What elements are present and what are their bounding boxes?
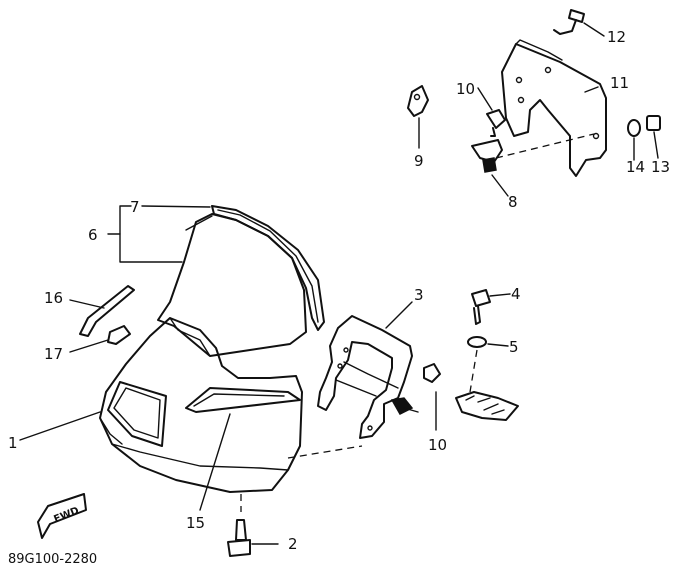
label-part-17: 17 [44,345,63,363]
label-part-4: 4 [511,285,521,303]
label-part-16: 16 [44,289,63,307]
part-16-emblem [79,285,135,337]
part-15-trim-strip [185,387,301,413]
part-5-washer [467,336,509,393]
label-part-7: 7 [130,198,140,216]
leader-6-7-bracket [107,205,211,263]
part-14-washer [627,119,641,161]
label-part-12: 12 [607,28,626,46]
part-7-windscreen-trim [211,205,325,331]
part-1-fairing [99,317,303,493]
label-part-15: 15 [186,514,205,532]
part-2-screw [227,519,279,557]
part-9-clip [407,85,429,149]
label-part-9: 9 [414,152,424,170]
part-12-bolt [553,9,605,37]
leader-lines [19,299,231,511]
assembly-dash-lines [240,445,363,512]
label-part-14: 14 [626,158,645,176]
part-11-bracket [501,39,607,177]
part-6-windscreen [157,213,307,357]
part-13-nut [646,115,661,159]
label-part-8: 8 [508,193,518,211]
mount-plate [455,391,519,421]
label-part-10-lower: 10 [428,436,447,454]
part-10-upper-bolt [477,87,506,137]
part-4-bolt [471,289,511,325]
label-part-13: 13 [651,158,670,176]
drawing-code: 89G100-2280 [8,552,97,567]
part-8-plate [471,133,595,197]
fwd-direction-marker: FWD [37,493,87,539]
part-10-lower-bolt [423,363,441,431]
label-part-2: 2 [288,535,298,553]
label-part-1: 1 [8,434,18,452]
fwd-label: FWD [52,505,80,525]
label-part-10-upper: 10 [456,80,475,98]
part-callouts: 1 2 3 4 5 6 7 8 9 10 10 11 12 13 14 15 1… [8,28,670,553]
label-part-11: 11 [610,74,629,92]
label-part-5: 5 [509,338,519,356]
label-part-6: 6 [88,226,98,244]
label-part-3: 3 [414,286,424,304]
part-17-pad [107,325,131,345]
part-3-stay [317,301,419,439]
